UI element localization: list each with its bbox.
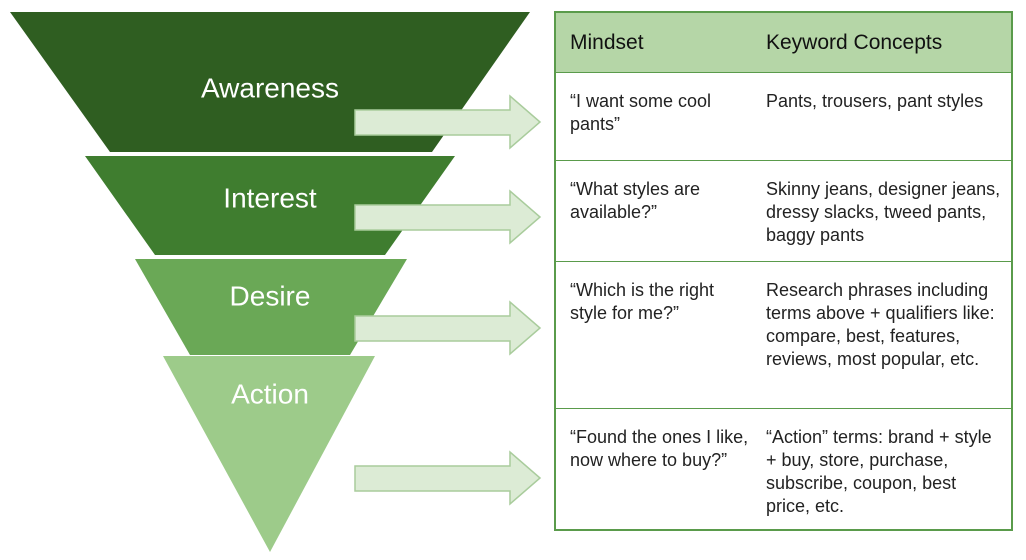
table-row: “What styles are available?” Skinny jean… — [556, 161, 1011, 262]
mindset-cell: “I want some cool pants” — [570, 91, 712, 134]
header-mindset: Mindset — [570, 31, 644, 54]
arrow-right-icon — [354, 189, 542, 245]
keywords-cell: Research phrases including terms above +… — [766, 280, 995, 369]
funnel-label-interest: Interest — [223, 182, 317, 213]
keyword-table: Mindset Keyword Concepts “I want some co… — [554, 11, 1013, 531]
funnel-stage-desire — [135, 259, 407, 355]
arrow-right-icon — [354, 450, 542, 506]
mindset-cell: “What styles are available?” — [570, 179, 701, 222]
arrow-right-icon — [354, 94, 542, 150]
table-row: “I want some cool pants” Pants, trousers… — [556, 73, 1011, 161]
keywords-cell: Pants, trousers, pant styles — [766, 91, 984, 111]
funnel-stage-action — [163, 356, 375, 552]
keywords-cell: Skinny jeans, designer jeans, dressy sla… — [766, 179, 1001, 245]
funnel-label-awareness: Awareness — [201, 72, 339, 103]
table-row: “Found the ones I like, now where to buy… — [556, 409, 1011, 529]
mindset-cell: “Found the ones I like, now where to buy… — [570, 427, 749, 470]
funnel-diagram: Awareness Interest Desire Action — [10, 12, 542, 552]
table-header-row: Mindset Keyword Concepts — [556, 13, 1011, 73]
header-keyword-concepts: Keyword Concepts — [766, 31, 943, 54]
table-row: “Which is the right style for me?” Resea… — [556, 262, 1011, 409]
arrow-right-icon — [354, 300, 542, 356]
funnel-label-action: Action — [231, 378, 309, 409]
mindset-cell: “Which is the right style for me?” — [570, 280, 715, 323]
keywords-cell: “Action” terms: brand + style + buy, sto… — [766, 427, 992, 516]
funnel-label-desire: Desire — [230, 280, 311, 311]
